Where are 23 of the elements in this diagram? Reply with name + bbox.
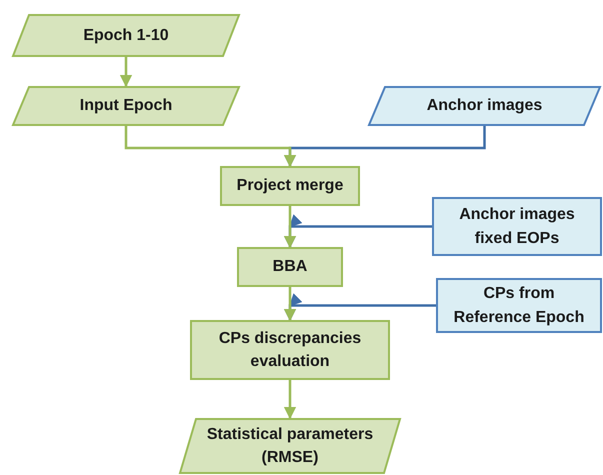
node-label: Input Epoch — [78, 96, 174, 116]
node-label: CPs from Reference Epoch — [452, 284, 586, 328]
node-label: CPs discrepancies evaluation — [218, 328, 362, 372]
process-box — [436, 278, 602, 333]
node-label: BBA — [272, 257, 308, 278]
arrow — [124, 126, 296, 168]
process-box — [237, 247, 343, 287]
process-box — [432, 197, 602, 256]
process-box — [190, 320, 390, 380]
arrow — [120, 57, 132, 88]
arrow — [284, 206, 296, 248]
arrow — [284, 287, 296, 322]
input-output-parallelogram — [12, 86, 240, 126]
input-output-parallelogram — [368, 86, 601, 126]
node-label: Epoch 1-10 — [82, 26, 170, 46]
node-label: Anchor images — [426, 96, 544, 116]
process-box — [220, 166, 360, 206]
input-output-parallelogram — [179, 418, 401, 474]
arrow — [284, 380, 296, 420]
input-output-parallelogram — [12, 14, 240, 57]
node-label: Statistical parameters (RMSE) — [206, 424, 374, 468]
node-label: Anchor images fixed EOPs — [458, 205, 576, 248]
node-label: Project merge — [236, 176, 344, 196]
